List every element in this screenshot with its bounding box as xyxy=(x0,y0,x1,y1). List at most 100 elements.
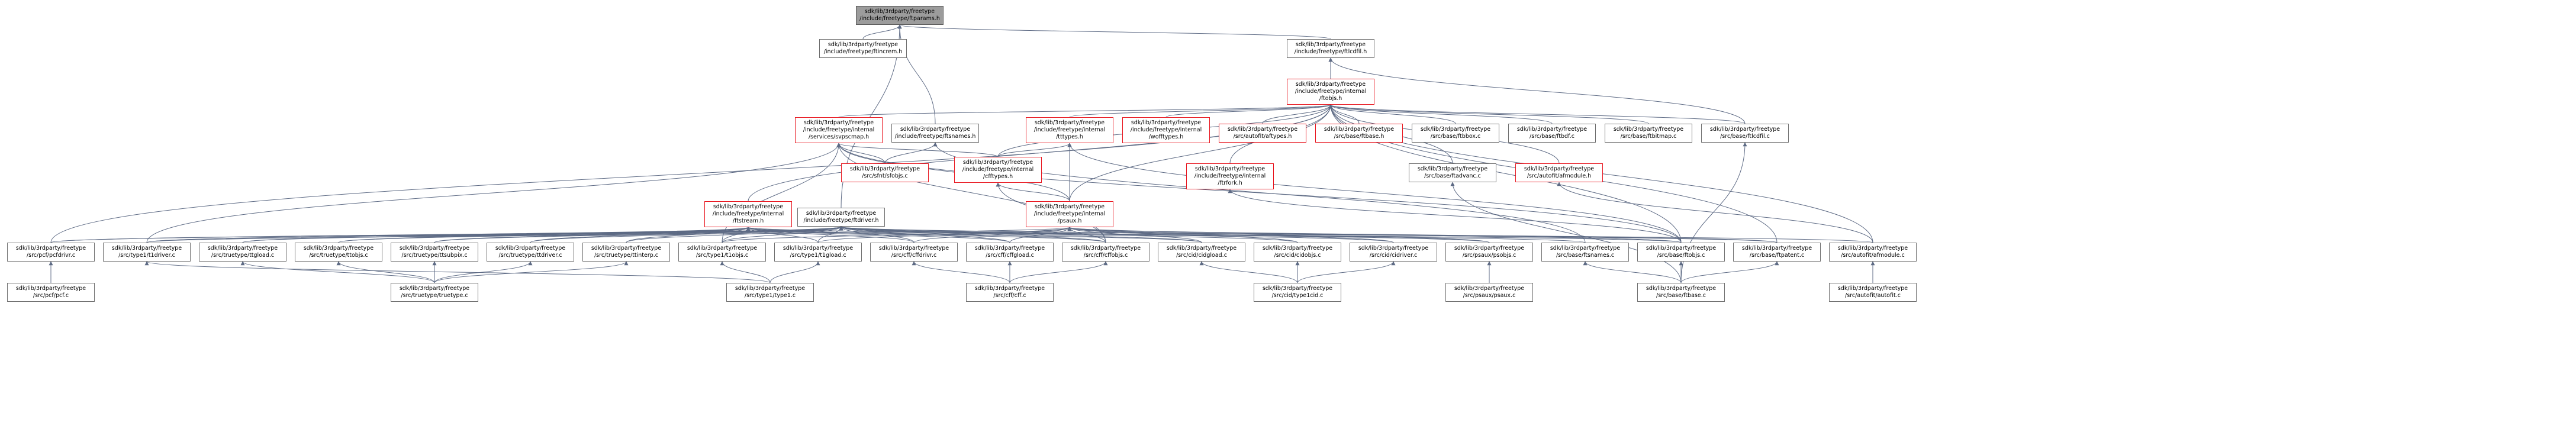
node-truetype-truetype-c[interactable]: sdk/lib/3rdparty/freetype/src/truetype/t… xyxy=(391,283,478,302)
dependency-edge xyxy=(746,227,1106,243)
node-label-line: /include/freetype/internal xyxy=(962,166,1034,173)
node-cff-cffobjs-c[interactable]: sdk/lib/3rdparty/freetype/src/cff/cffobj… xyxy=(1062,243,1149,262)
node-label-line: /src/cid/cidobjs.c xyxy=(1274,252,1321,259)
node-cff-cffdrivr-c[interactable]: sdk/lib/3rdparty/freetype/src/cff/cffdri… xyxy=(870,243,958,262)
node-pcf-pcfdrivr-c[interactable]: sdk/lib/3rdparty/freetype/src/pcf/pcfdri… xyxy=(7,243,95,262)
dependency-edge xyxy=(242,227,751,243)
node-label-line: sdk/lib/3rdparty/freetype xyxy=(1454,285,1525,292)
node-cid-cidgload-c[interactable]: sdk/lib/3rdparty/freetype/src/cid/cidglo… xyxy=(1158,243,1245,262)
node-ftincrem-h[interactable]: sdk/lib/3rdparty/freetype/include/freety… xyxy=(819,39,907,58)
dependency-edge xyxy=(530,227,751,243)
node-label-line: /src/pcf/pcf.c xyxy=(33,292,69,299)
node-base-ftbitmap-c[interactable]: sdk/lib/3rdparty/freetype/src/base/ftbit… xyxy=(1605,124,1692,143)
node-internal-cfftypes-h[interactable]: sdk/lib/3rdparty/freetype/include/freety… xyxy=(954,157,1042,183)
node-label-line: /cfftypes.h xyxy=(983,173,1013,180)
node-label-line: sdk/lib/3rdparty/freetype xyxy=(15,285,86,292)
node-base-ftpatent-c[interactable]: sdk/lib/3rdparty/freetype/src/base/ftpat… xyxy=(1733,243,1821,262)
node-services-svpscmap-h[interactable]: sdk/lib/3rdparty/freetype/include/freety… xyxy=(795,117,883,143)
node-autofit-autofit-c[interactable]: sdk/lib/3rdparty/freetype/src/autofit/au… xyxy=(1829,283,1917,302)
node-base-ftsnames-c[interactable]: sdk/lib/3rdparty/freetype/src/base/ftsna… xyxy=(1541,243,1629,262)
node-label-line: /include/freetype/internal xyxy=(1033,211,1106,217)
node-ftlcdfil-h[interactable]: sdk/lib/3rdparty/freetype/include/freety… xyxy=(1287,39,1374,58)
dependency-edge xyxy=(838,104,1332,118)
node-autofit-afmodule-c[interactable]: sdk/lib/3rdparty/freetype/src/autofit/af… xyxy=(1829,243,1917,262)
dependency-edge xyxy=(50,226,843,243)
node-label-line: sdk/lib/3rdparty/freetype xyxy=(1034,204,1105,210)
node-label-line: /src/type1/t1gload.c xyxy=(790,252,846,259)
dependency-edge xyxy=(1583,261,1682,283)
node-base-ftbase-h[interactable]: sdk/lib/3rdparty/freetype/src/base/ftbas… xyxy=(1315,124,1403,143)
node-cff-cff-c[interactable]: sdk/lib/3rdparty/freetype/src/cff/cff.c xyxy=(966,283,1054,302)
dependency-edge xyxy=(769,261,820,283)
node-type1-type1-c[interactable]: sdk/lib/3rdparty/freetype/src/type1/type… xyxy=(726,283,814,302)
node-type1-t1objs-c[interactable]: sdk/lib/3rdparty/freetype/src/type1/t1ob… xyxy=(678,243,766,262)
dependency-edge xyxy=(746,227,915,243)
node-ftsnames-h[interactable]: sdk/lib/3rdparty/freetype/include/freety… xyxy=(891,124,979,143)
node-cid-type1cid-c[interactable]: sdk/lib/3rdparty/freetype/src/cid/type1c… xyxy=(1254,283,1341,302)
node-label-line: /tttypes.h xyxy=(1056,134,1083,140)
node-internal-ftobjs-h[interactable]: sdk/lib/3rdparty/freetype/include/freety… xyxy=(1287,79,1374,105)
node-autofit-aftypes-h[interactable]: sdk/lib/3rdparty/freetype/src/autofit/af… xyxy=(1219,124,1306,143)
node-label-line: sdk/lib/3rdparty/freetype xyxy=(1070,245,1141,251)
node-cid-cidobjs-c[interactable]: sdk/lib/3rdparty/freetype/src/cid/cidobj… xyxy=(1254,243,1341,262)
node-sfnt-sfobjs-c[interactable]: sdk/lib/3rdparty/freetype/src/sfnt/sfobj… xyxy=(841,163,929,182)
dependency-edge xyxy=(338,227,751,243)
dependency-edge xyxy=(1297,261,1396,283)
node-truetype-ttsubpix-c[interactable]: sdk/lib/3rdparty/freetype/src/truetype/t… xyxy=(391,243,478,262)
node-internal-ftrfork-h[interactable]: sdk/lib/3rdparty/freetype/include/freety… xyxy=(1186,163,1274,189)
node-psaux-psobjs-c[interactable]: sdk/lib/3rdparty/freetype/src/psaux/psob… xyxy=(1445,243,1533,262)
node-label-line: /src/psaux/psobjs.c xyxy=(1462,252,1516,259)
node-base-ftbbox-c[interactable]: sdk/lib/3rdparty/freetype/src/base/ftbbo… xyxy=(1412,124,1499,143)
node-label-line: /src/base/ftsnames.c xyxy=(1556,252,1615,259)
node-label-line: sdk/lib/3rdparty/freetype xyxy=(1417,166,1488,172)
node-base-ftadvanc-c[interactable]: sdk/lib/3rdparty/freetype/src/base/ftadv… xyxy=(1409,163,1496,182)
node-truetype-ttgload-c[interactable]: sdk/lib/3rdparty/freetype/src/truetype/t… xyxy=(199,243,286,262)
dependency-edge xyxy=(530,226,843,243)
node-type1-t1gload-c[interactable]: sdk/lib/3rdparty/freetype/src/type1/t1gl… xyxy=(774,243,862,262)
node-cff-cffgload-c[interactable]: sdk/lib/3rdparty/freetype/src/cff/cffglo… xyxy=(966,243,1054,262)
node-label-line: /src/truetype/ttdriver.c xyxy=(498,252,562,259)
node-pcf-pcf-c[interactable]: sdk/lib/3rdparty/freetype/src/pcf/pcf.c xyxy=(7,283,95,302)
node-label-line: /src/base/ftadvanc.c xyxy=(1424,173,1481,179)
node-label-line: sdk/lib/3rdparty/freetype xyxy=(303,245,374,251)
dependency-edge xyxy=(1165,104,1333,118)
node-label-line: sdk/lib/3rdparty/freetype xyxy=(1709,126,1780,133)
node-internal-psaux-h[interactable]: sdk/lib/3rdparty/freetype/include/freety… xyxy=(1026,201,1113,227)
node-base-ftbdf-c[interactable]: sdk/lib/3rdparty/freetype/src/base/ftbdf… xyxy=(1508,124,1596,143)
node-label-line: /src/truetype/ttsubpix.c xyxy=(401,252,468,259)
dependency-edge xyxy=(722,143,841,243)
node-label-line: /src/type1/t1objs.c xyxy=(695,252,749,259)
node-label-line: sdk/lib/3rdparty/freetype xyxy=(1131,120,1202,126)
node-ftparams-h: sdk/lib/3rdparty/freetype/include/freety… xyxy=(856,6,944,25)
node-internal-tttypes-h[interactable]: sdk/lib/3rdparty/freetype/include/freety… xyxy=(1026,117,1113,143)
node-label-line: /src/autofit/aftypes.h xyxy=(1233,133,1292,140)
node-label-line: /src/base/ftpatent.c xyxy=(1749,252,1805,259)
node-label-line: sdk/lib/3rdparty/freetype xyxy=(803,120,874,126)
dependency-edge xyxy=(1262,104,1333,124)
node-label-line: /ftobjs.h xyxy=(1319,95,1342,102)
dependency-edge xyxy=(1067,227,1490,243)
node-type1-t1driver-c[interactable]: sdk/lib/3rdparty/freetype/src/type1/t1dr… xyxy=(103,243,191,262)
node-psaux-psaux-c[interactable]: sdk/lib/3rdparty/freetype/src/psaux/psau… xyxy=(1445,283,1533,302)
node-label-line: /src/base/ftbase.c xyxy=(1656,292,1706,299)
dependency-edge xyxy=(240,261,435,283)
node-base-ftlcdfil-c[interactable]: sdk/lib/3rdparty/freetype/src/base/ftlcd… xyxy=(1701,124,1789,143)
node-label-line: sdk/lib/3rdparty/freetype xyxy=(1262,245,1333,251)
node-truetype-ttinterp-c[interactable]: sdk/lib/3rdparty/freetype/src/truetype/t… xyxy=(582,243,670,262)
node-label-line: /src/pcf/pcfdrivr.c xyxy=(26,252,76,259)
node-label-line: sdk/lib/3rdparty/freetype xyxy=(1516,126,1588,133)
node-label-line: sdk/lib/3rdparty/freetype xyxy=(806,210,877,217)
node-label-line: /src/base/ftlcdfil.c xyxy=(1720,133,1770,140)
node-base-ftbase-c[interactable]: sdk/lib/3rdparty/freetype/src/base/ftbas… xyxy=(1637,283,1725,302)
dependency-edge xyxy=(722,226,843,243)
node-cid-cidriver-c[interactable]: sdk/lib/3rdparty/freetype/src/cid/cidriv… xyxy=(1350,243,1437,262)
node-internal-wofftypes-h[interactable]: sdk/lib/3rdparty/freetype/include/freety… xyxy=(1122,117,1210,143)
node-label-line: /include/freetype/ftlcdfil.h xyxy=(1294,49,1367,55)
dependency-edge xyxy=(146,226,843,243)
node-truetype-ttobjs-c[interactable]: sdk/lib/3rdparty/freetype/src/truetype/t… xyxy=(295,243,382,262)
node-base-ftobjs-c[interactable]: sdk/lib/3rdparty/freetype/src/base/ftobj… xyxy=(1637,243,1725,262)
node-internal-ftstream-h[interactable]: sdk/lib/3rdparty/freetype/include/freety… xyxy=(704,201,792,227)
node-autofit-afmodule-h[interactable]: sdk/lib/3rdparty/freetype/src/autofit/af… xyxy=(1515,163,1603,182)
node-truetype-ttdriver-c[interactable]: sdk/lib/3rdparty/freetype/src/truetype/t… xyxy=(487,243,574,262)
node-ftdriver-h[interactable]: sdk/lib/3rdparty/freetype/include/freety… xyxy=(797,208,885,227)
